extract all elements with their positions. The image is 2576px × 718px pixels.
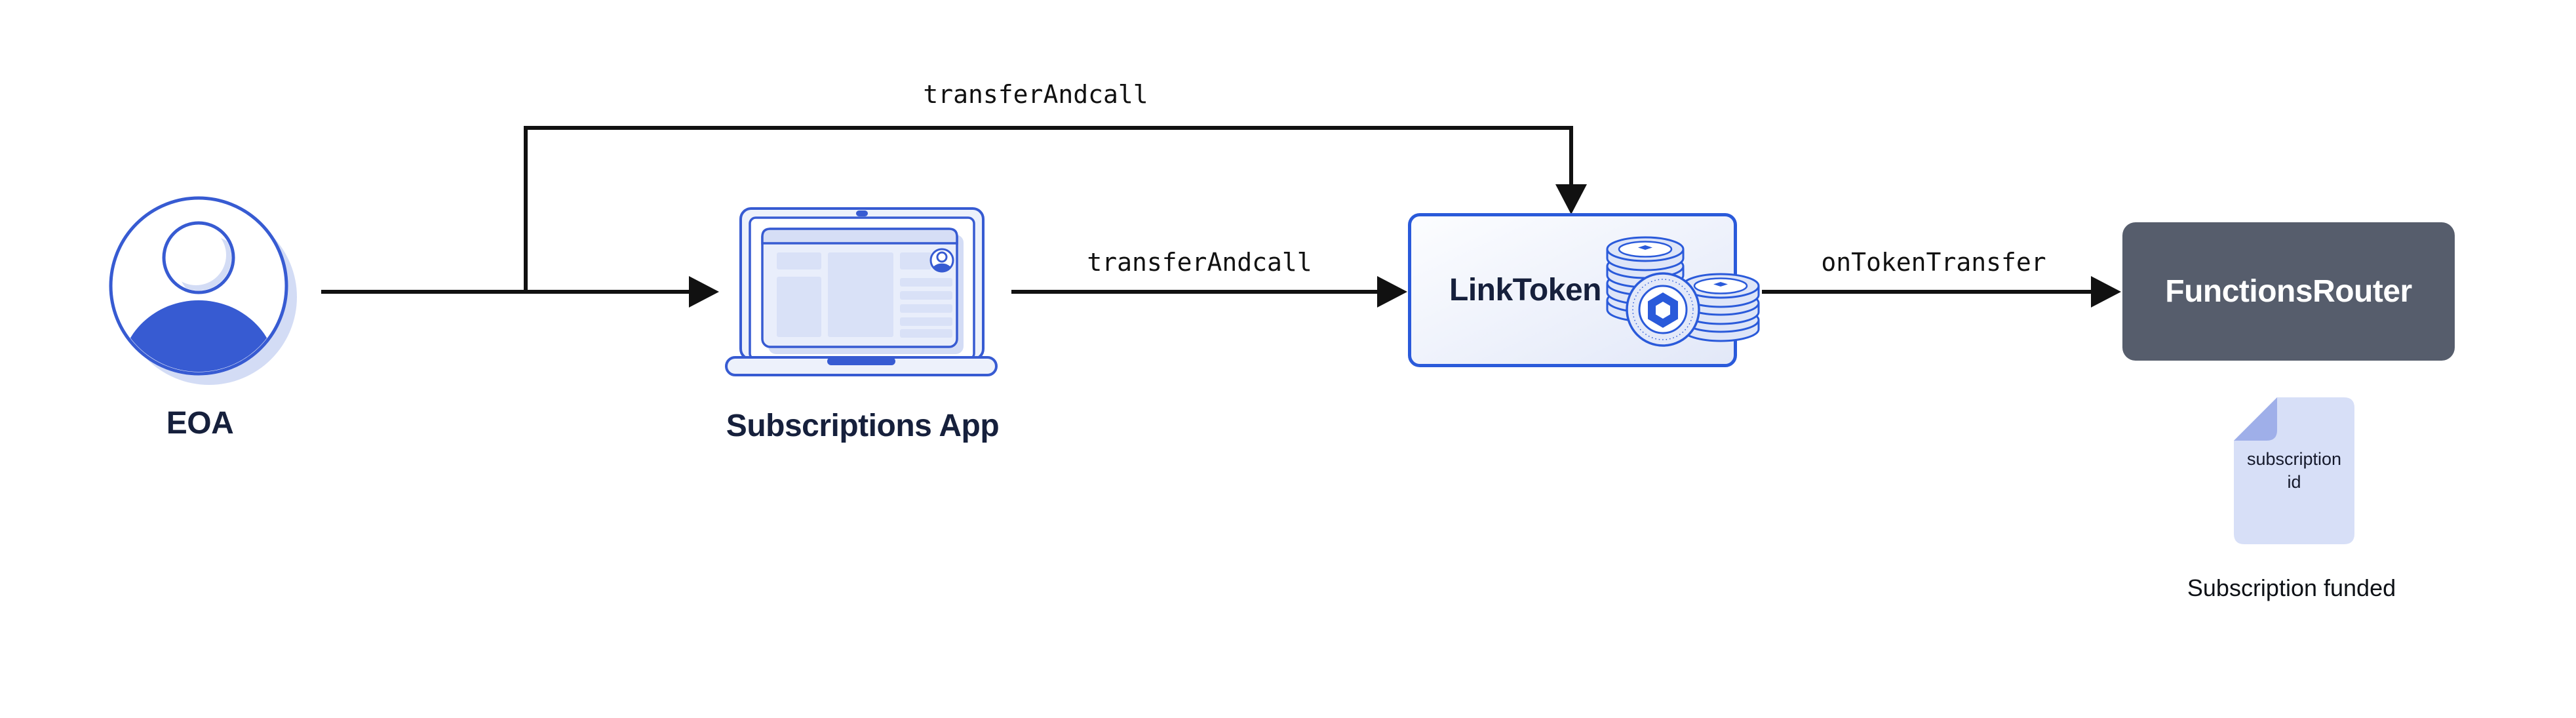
avatar-head <box>162 221 235 294</box>
document-icon <box>2234 397 2354 544</box>
arrowhead-into-router <box>2091 276 2121 308</box>
chainlink-hexagon-icon <box>1648 292 1678 328</box>
edge-label-transferandcall-top: transferAndcall <box>923 80 1148 109</box>
document-fold <box>2234 397 2277 441</box>
edge-label-ontokentransfer: onTokenTransfer <box>1821 248 2046 277</box>
arrowhead-into-linktoken-top <box>1555 184 1587 214</box>
eoa-avatar-icon <box>109 196 297 385</box>
laptop-camera <box>856 210 868 216</box>
node-label-functionsrouter: FunctionsRouter <box>2165 274 2412 309</box>
laptop-icon <box>725 207 998 376</box>
edge-eoa-to-linktoken-line <box>524 126 1573 292</box>
avatar-body <box>120 300 277 372</box>
document-label-wrap: subscription id <box>2234 397 2354 544</box>
document-label: subscription id <box>2246 449 2342 492</box>
node-label-linktoken: LinkToken <box>1449 273 1601 308</box>
node-functionsrouter: FunctionsRouter <box>2122 222 2455 361</box>
arrowhead-into-app <box>689 276 719 308</box>
caption-subscription-funded: Subscription funded <box>2187 574 2396 601</box>
browser-avatar-icon <box>929 248 954 273</box>
node-label-eoa: EOA <box>166 406 234 441</box>
arrowhead-into-linktoken-left <box>1377 276 1407 308</box>
coin-stack-icon <box>1606 236 1760 347</box>
coin-front <box>1626 272 1700 347</box>
browser-header <box>761 228 958 245</box>
coin-stack-right <box>1681 273 1760 342</box>
edge-label-transferandcall-mid: transferAndcall <box>1087 248 1312 277</box>
laptop-notch <box>827 357 895 365</box>
node-label-subscriptions-app: Subscriptions App <box>726 409 1000 443</box>
